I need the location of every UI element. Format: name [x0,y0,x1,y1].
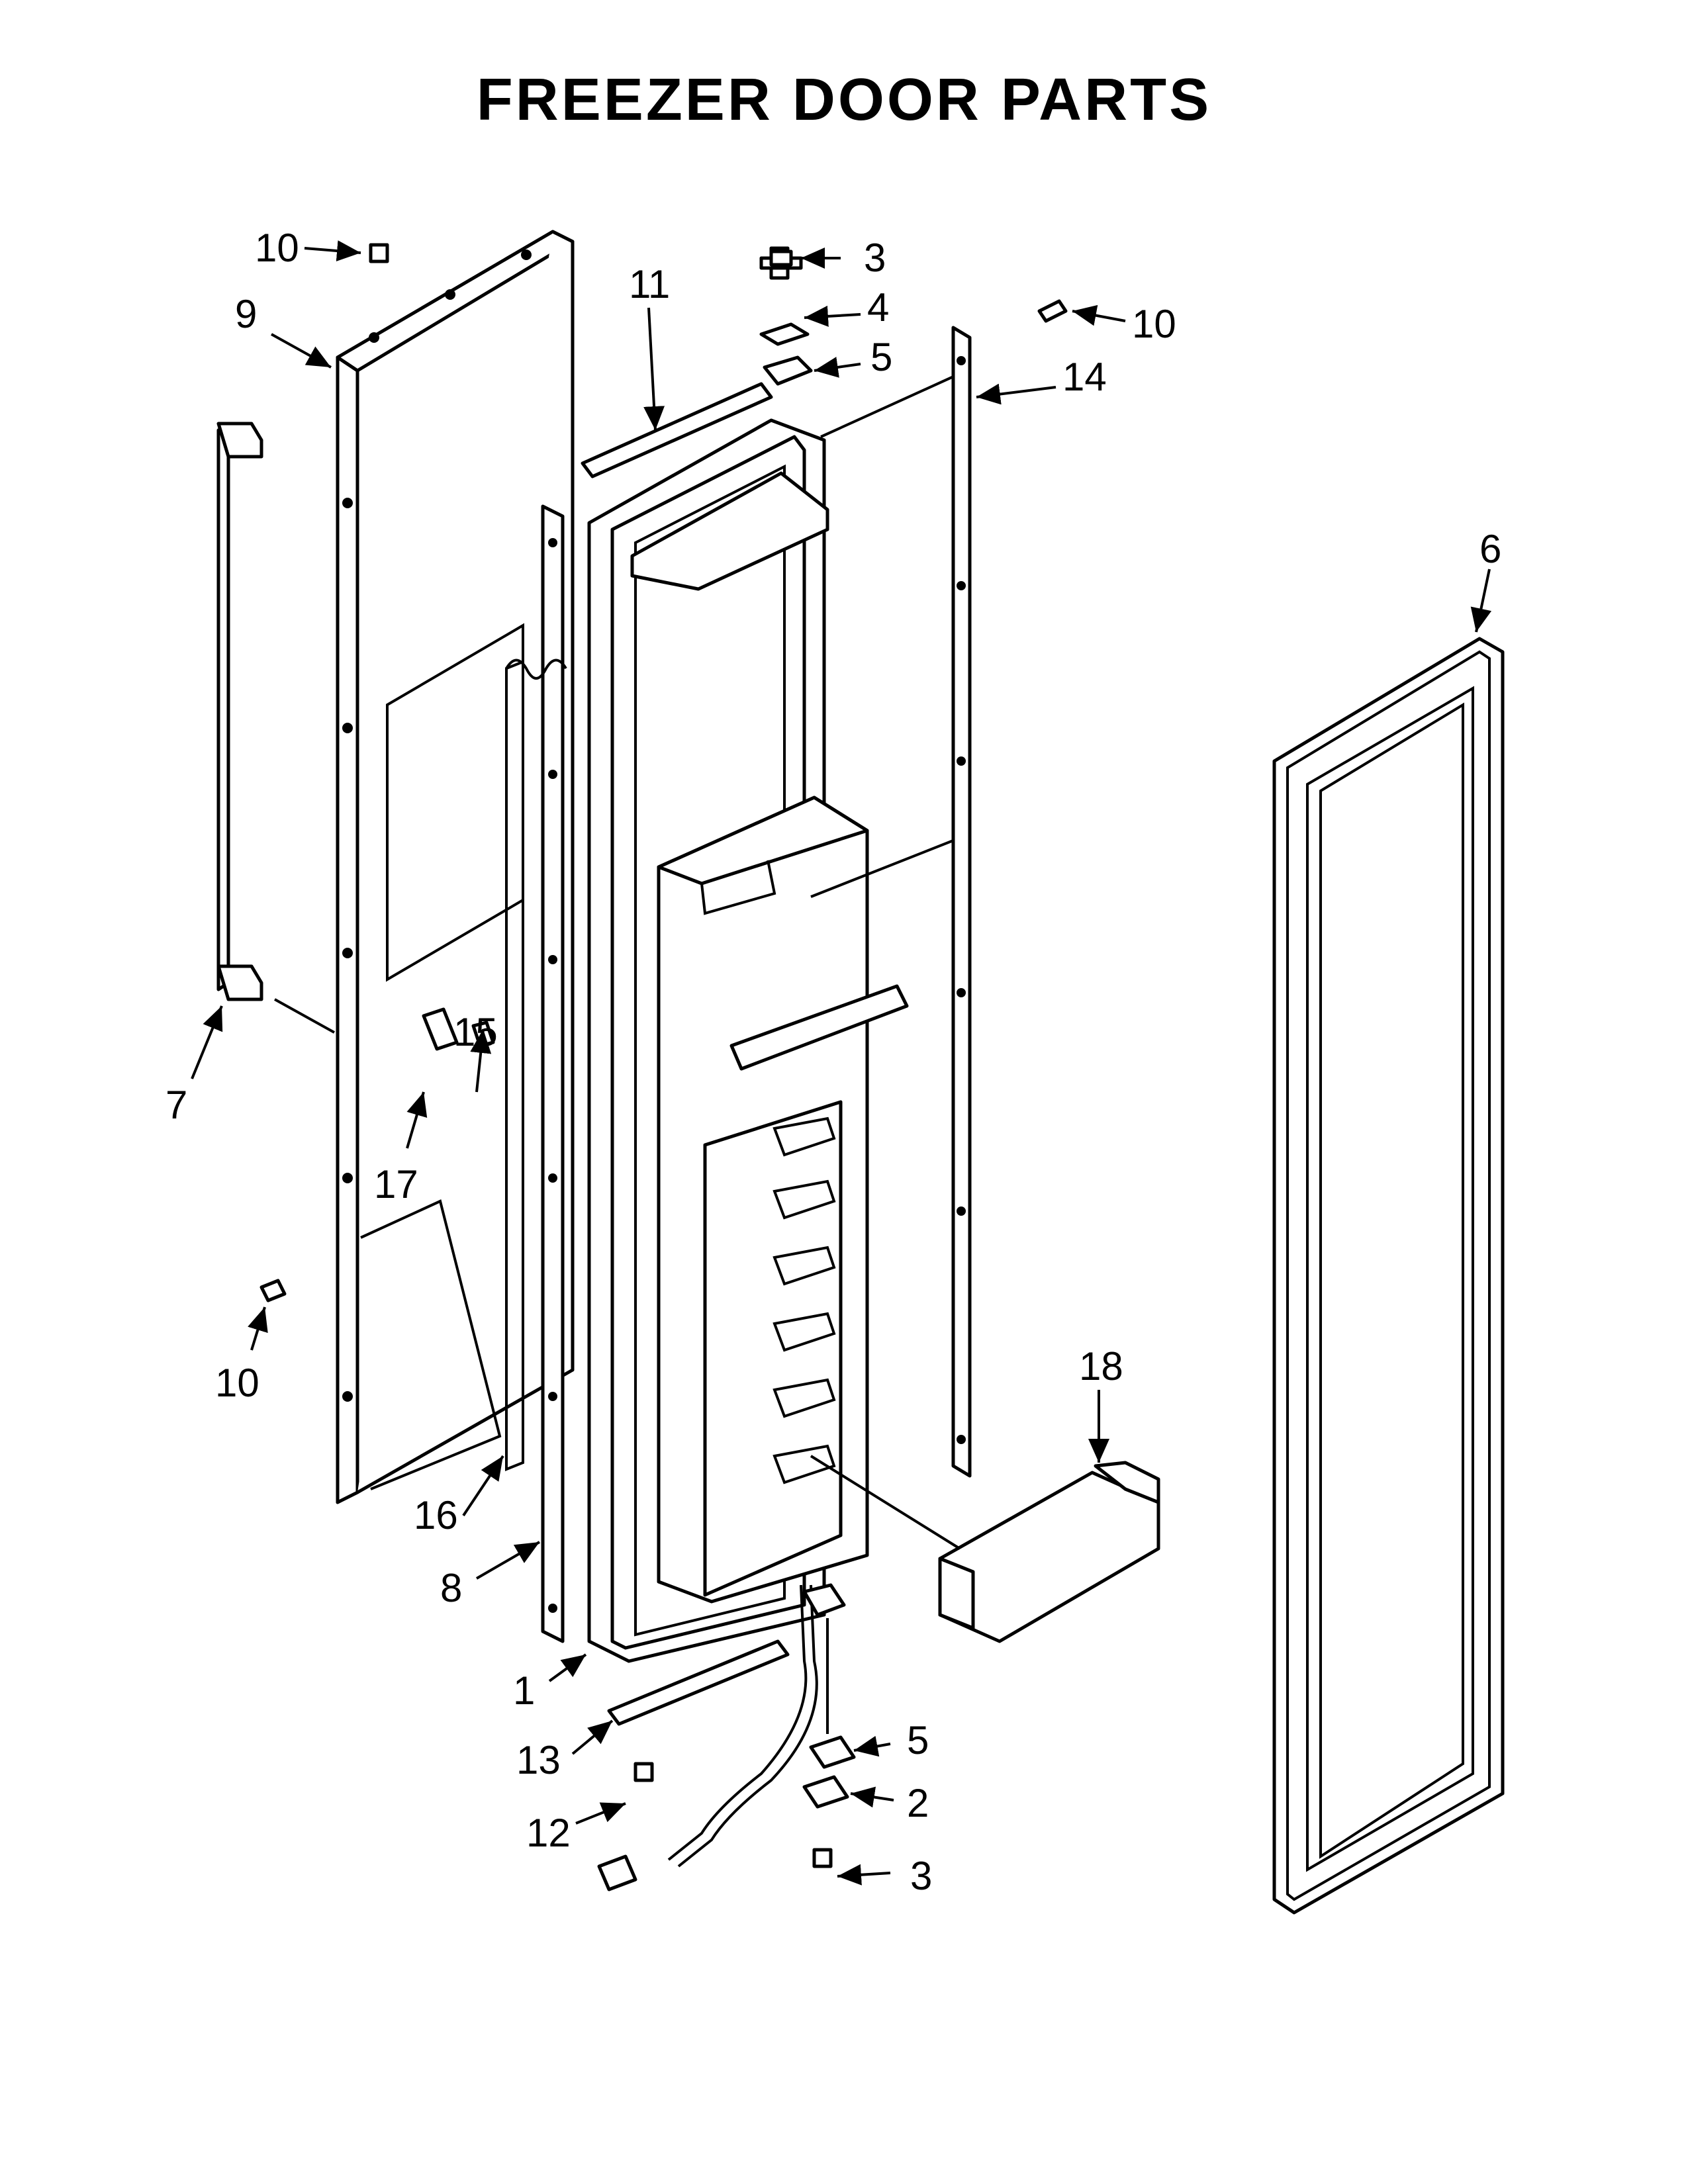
hinge-strip-part-13 [607,1639,790,1726]
door-bin-part-18 [810,1455,1160,1643]
door-liner-part-1 [587,418,954,1663]
callout-label: 18 [1079,1344,1123,1388]
callout-label: 12 [526,1811,571,1855]
callout-label: 14 [1062,355,1107,399]
callout-label: 4 [867,285,889,330]
callout-label: 3 [864,236,886,280]
callout-label: 8 [440,1566,462,1610]
seal-strip-part-16 [505,659,567,1471]
hinge-strip-part-11 [581,369,967,478]
door-panel-part-9 [336,230,575,1504]
wire-harness [597,1584,818,1891]
page-title: FREEZER DOOR PARTS [476,67,1212,133]
strip-part-14 [951,326,972,1478]
handle-part-7 [216,422,335,1034]
bottom-hinge-hardware [802,1583,856,1809]
callout-labels: 10 9 11 3 4 5 10 14 6 7 15 17 10 16 8 18… [165,226,1501,1898]
callout-label: 1 [513,1668,535,1713]
callout-label: 6 [1479,527,1501,571]
callout-label: 10 [255,226,299,270]
callout-label: 11 [629,262,670,306]
callout-label: 15 [453,1010,498,1054]
callout-label: 7 [165,1083,187,1127]
callout-label: 5 [907,1718,929,1762]
callout-label: 10 [1132,302,1176,346]
trim-strip-part-8 [541,504,565,1643]
callout-label: 3 [910,1854,932,1898]
door-gasket-part-6 [1272,637,1505,1915]
callout-label: 16 [414,1493,458,1537]
top-hinge-hardware [759,246,813,386]
callout-label: 13 [516,1738,561,1782]
callout-label: 5 [870,335,892,379]
callout-label: 9 [235,292,257,336]
callout-label: 17 [374,1162,418,1206]
leader-arrows [191,240,1492,1886]
callout-label: 10 [215,1361,259,1405]
callout-label: 2 [907,1781,929,1825]
